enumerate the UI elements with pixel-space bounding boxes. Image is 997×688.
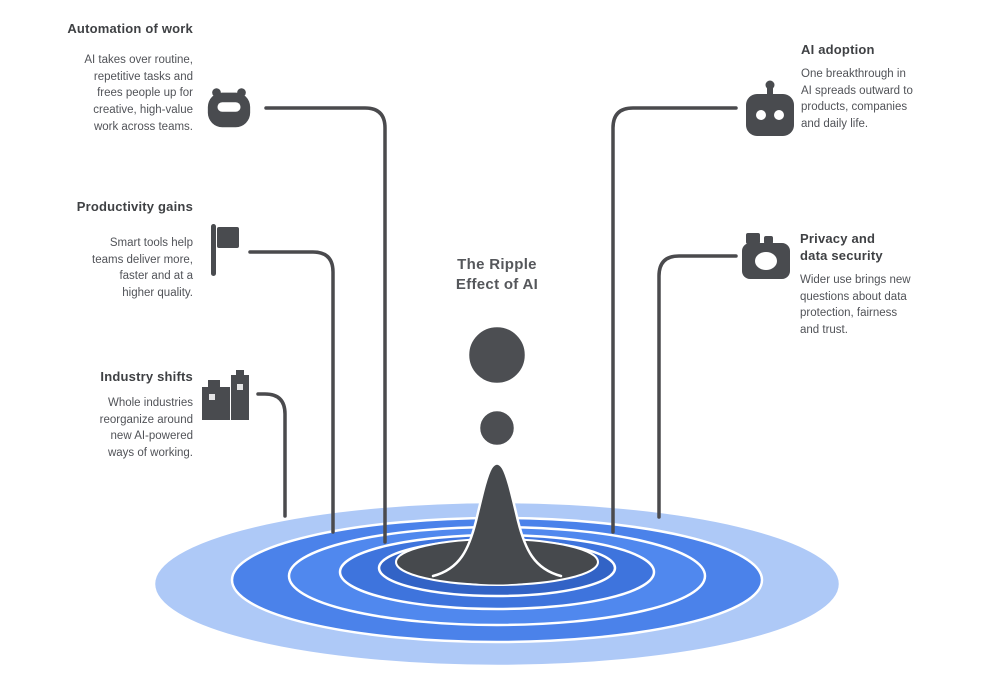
callout-left-2-body: Smart tools help teams deliver more, fas… <box>92 237 193 300</box>
buildings-icon <box>200 370 256 422</box>
connector-left-bottom <box>256 392 287 518</box>
splash-outline <box>431 462 563 578</box>
callout-left-1-heading: Automation of work <box>67 21 193 36</box>
camera-icon <box>740 228 792 284</box>
callout-left-3-body: Whole industries reorganize around new A… <box>99 397 193 460</box>
connector-right-middle <box>657 254 738 519</box>
callout-right-1-body: One breakthrough in AI spreads outward t… <box>801 68 913 131</box>
center-title: The Ripple Effect of AI <box>455 256 539 293</box>
connector-right-top <box>611 106 738 534</box>
connector-left-middle <box>248 250 335 534</box>
robot-face-icon <box>204 82 254 132</box>
callout-right-1-heading: AI adoption <box>801 42 875 57</box>
robot-head-icon <box>742 78 798 138</box>
splash-column <box>433 463 561 585</box>
connector-left-top <box>264 106 387 544</box>
callout-left-2-heading: Productivity gains <box>76 199 193 214</box>
callout-left-3-heading: Industry shifts <box>100 369 193 384</box>
droplet-large <box>466 324 528 386</box>
callout-left-1-body: AI takes over routine, repetitive tasks … <box>84 54 193 133</box>
droplet-small <box>477 408 517 448</box>
callout-right-2-body: Wider use brings new questions about dat… <box>800 274 911 337</box>
callout-right-2-heading: Privacy and data security <box>800 231 883 263</box>
flag-icon <box>206 222 242 278</box>
